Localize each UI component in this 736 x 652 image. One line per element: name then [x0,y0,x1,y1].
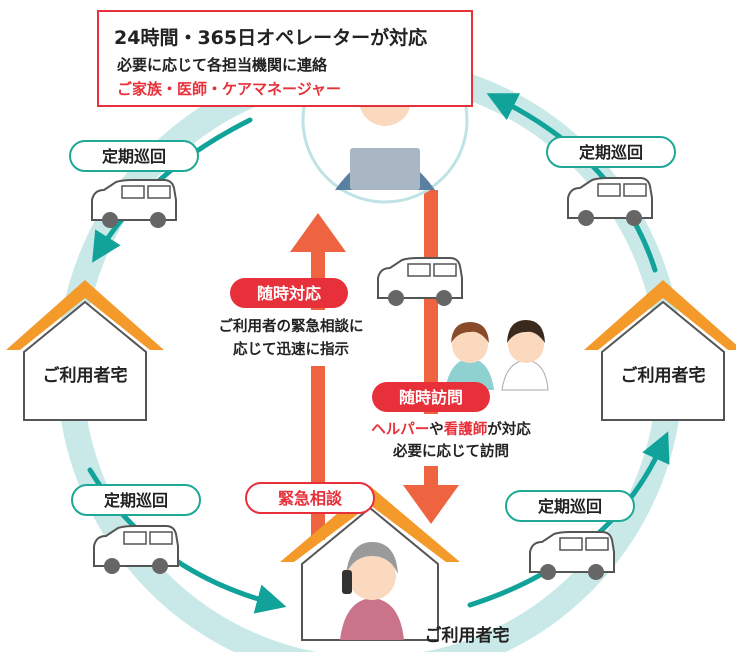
car-icon-center [377,257,463,306]
visit-helper: ヘルパー [371,421,429,438]
on-demand-visit-title: 随時訪問 [399,388,463,407]
operator-line3: ご家族・医師・ケアマネージャー [117,80,341,98]
on-demand-response-badge: 随時対応 [230,278,348,308]
patrol-pill-bottom-right: 定期巡回 [505,490,635,522]
house-left-label: ご利用者宅 [43,365,128,386]
operator-info-box: 24時間・365日オペレーターが対応 必要に応じて各担当機関に連絡 ご家族・医師… [97,10,473,107]
elderly-user-illustration [340,542,404,640]
patrol-pill-label: 定期巡回 [578,143,643,162]
on-demand-response-text: ご利用者の緊急相談に 応じて迅速に指示 [198,310,384,366]
house-bottom-label: ご利用者宅 [425,625,510,646]
patrol-pill-top-left: 定期巡回 [69,140,199,172]
patrol-pill-label: 定期巡回 [103,491,168,510]
on-demand-visit-line2: 必要に応じて訪問 [392,442,509,460]
visit-respond: が対応 [487,420,531,438]
emergency-consult-badge: 緊急相談 [245,482,375,514]
visit-nurse: 看護師 [444,420,488,438]
patrol-pill-top-right: 定期巡回 [546,136,676,168]
emergency-consult-label: 緊急相談 [278,489,343,508]
car-icon-top-left [91,179,177,228]
on-demand-visit-badge: 随時訪問 [372,382,490,412]
on-demand-visit-text: ヘルパーや看護師が対応 必要に応じて訪問 [345,414,557,466]
svg-text:ヘルパーや看護師が対応: ヘルパーや看護師が対応 [371,420,531,438]
on-demand-response-title: 随時対応 [257,284,321,303]
visit-and: や [429,421,444,438]
car-icon-top-right [567,177,653,226]
patrol-pill-label: 定期巡回 [537,497,602,516]
house-right: ご利用者宅 [584,280,736,421]
on-demand-response-line1: ご利用者の緊急相談に [219,317,364,335]
on-demand-response-line2: 応じて迅速に指示 [233,340,349,358]
car-icon-bottom-right [529,531,615,580]
house-left: ご利用者宅 [6,280,164,421]
patrol-pill-bottom-left: 定期巡回 [71,484,201,516]
patrol-arrow-top-right [486,93,658,273]
orange-arrow-down [403,190,459,524]
patrol-pill-label: 定期巡回 [101,147,166,166]
house-right-label: ご利用者宅 [621,365,706,386]
car-icon-bottom-left [93,525,179,574]
operator-line1: 24時間・365日オペレーターが対応 [114,26,427,49]
patrol-arrow-top-left [92,117,253,263]
staff-illustration [445,320,549,391]
operator-line2: 必要に応じて各担当機関に連絡 [116,56,328,74]
